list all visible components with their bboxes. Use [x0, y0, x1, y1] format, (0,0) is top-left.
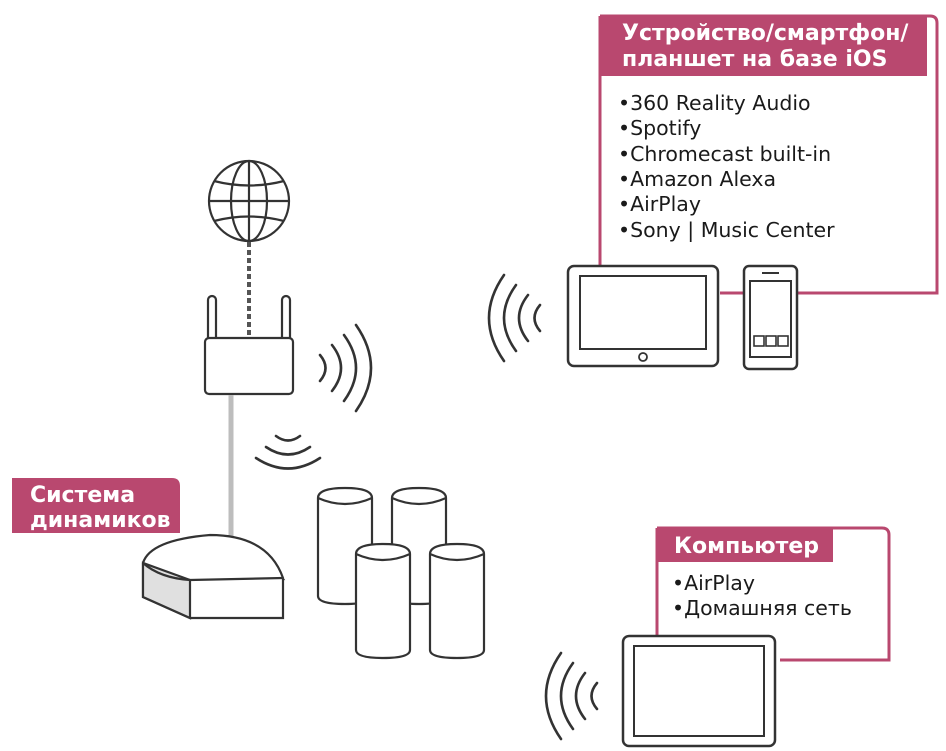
speaker-icon	[428, 542, 486, 660]
tablet-icon	[566, 264, 720, 368]
computer-callout-title: Компьютер	[674, 534, 819, 559]
ios-list-item: •Amazon Alexa	[618, 167, 776, 191]
ios-list-item: •360 Reality Audio	[618, 91, 811, 115]
laptop-icon	[621, 634, 777, 748]
wireless-signal-icon	[318, 323, 373, 413]
wireless-signal-icon	[544, 651, 599, 741]
wireless-signal-icon	[487, 273, 542, 363]
computer-list-item: •AirPlay	[672, 571, 755, 595]
ios-callout-frame	[600, 14, 939, 295]
ios-callout-title-line-1: Устройство/смартфон/	[622, 21, 909, 46]
ios-callout-title-line-2: планшет на базе iOS	[622, 47, 887, 72]
globe-icon	[207, 159, 291, 243]
ios-list-item: •Spotify	[618, 116, 701, 140]
ios-callout: Устройство/смартфон/ планшет на базе iOS…	[598, 14, 939, 295]
wireless-signal-icon	[254, 434, 322, 470]
speaker-icon	[354, 542, 412, 660]
speaker-label-line-2: динамиков	[30, 508, 171, 533]
computer-list-item: •Домашняя сеть	[672, 596, 852, 620]
smartphone-icon	[742, 264, 799, 371]
speaker-system-hub-icon	[141, 533, 286, 620]
speaker-system-label: Система динамиков	[12, 478, 180, 533]
wifi-router-icon	[203, 294, 295, 396]
ios-list-item: •Chromecast built-in	[618, 142, 831, 166]
ios-callout-header	[600, 16, 927, 76]
speaker-label-line-1: Система	[30, 483, 135, 508]
computer-callout: Компьютер •AirPlay •Домашняя сеть	[655, 526, 891, 662]
computer-callout-header	[657, 528, 833, 562]
ios-list-item: •AirPlay	[618, 192, 701, 216]
ios-list-item: •Sony | Music Center	[618, 218, 835, 243]
